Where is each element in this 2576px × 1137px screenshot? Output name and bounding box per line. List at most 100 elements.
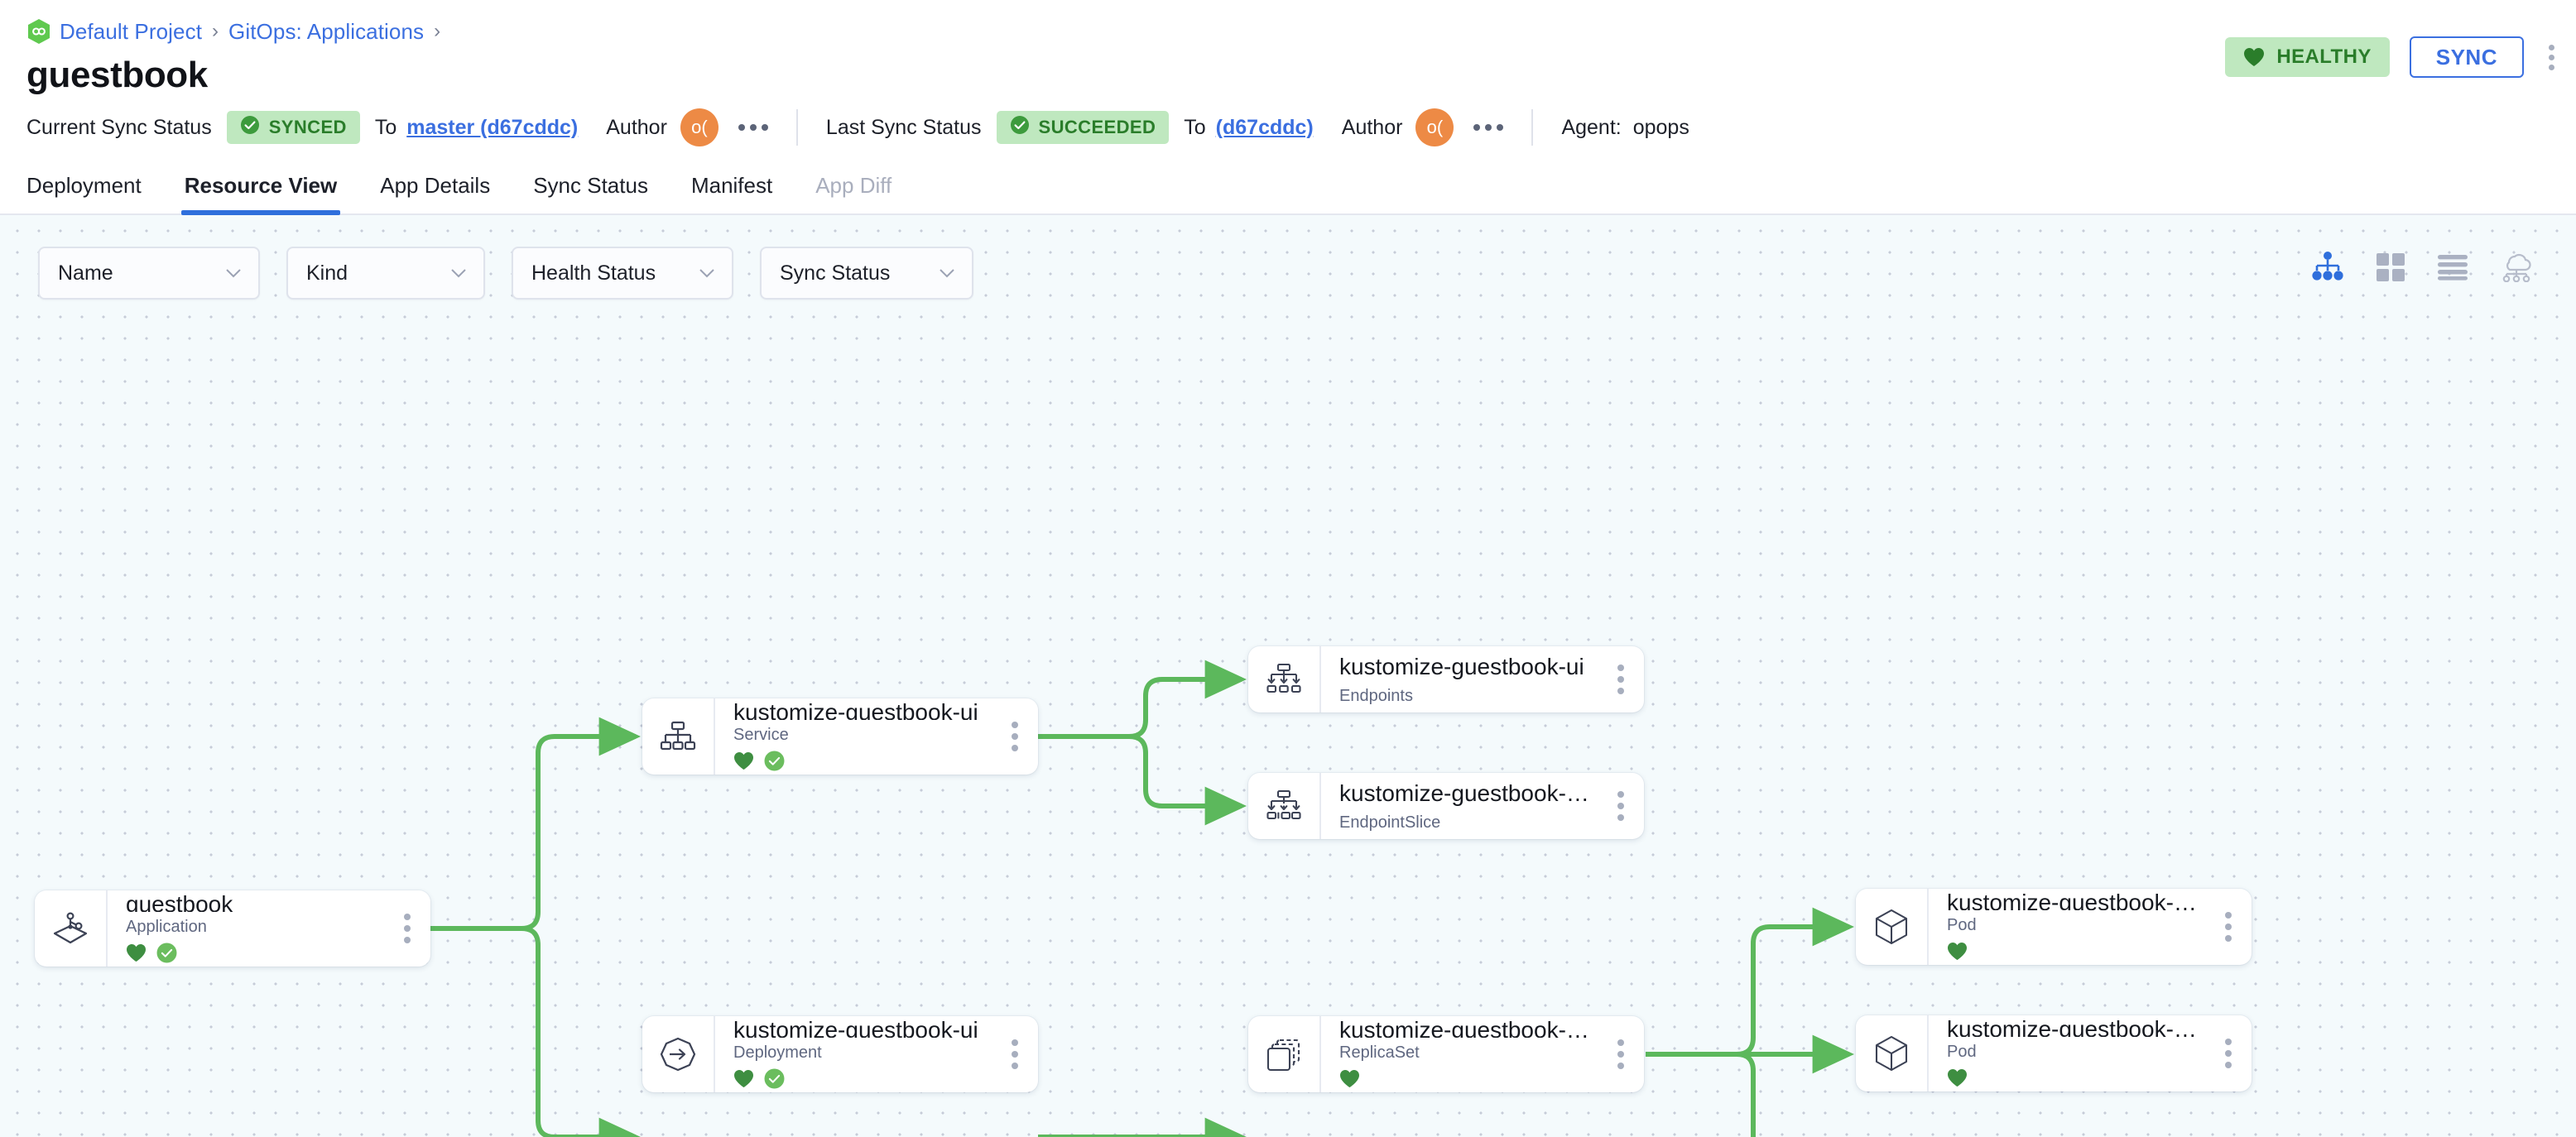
chevron-down-icon (940, 269, 954, 278)
check-circle-icon (764, 751, 785, 775)
graph-node-pod-2[interactable]: kustomize-guestbook-ui-... Pod (1856, 1015, 2252, 1091)
tab-bar: Deployment Resource View App Details Syn… (0, 156, 2576, 215)
graph-node-deployment[interactable]: kustomize-guestbook-ui Deployment (642, 1016, 1038, 1092)
heart-icon (2243, 47, 2265, 67)
application-icon (35, 909, 106, 948)
graph-node-endpoints[interactable]: kustomize-guestbook-ui Endpoints (1248, 646, 1644, 712)
graph-node-service[interactable]: kustomize-guestbook-ui Service (642, 698, 1038, 775)
graph-node-kind: Deployment (733, 1043, 822, 1062)
graph-node-body: kustomize-guestbook-ui-... ReplicaSet (1319, 1016, 1598, 1092)
graph-node-title: kustomize-guestbook-ui (733, 1017, 978, 1038)
last-sync-kebab-horizontal-icon[interactable] (1473, 124, 1504, 131)
filter-bar: Name Kind Health Status Sync Status (38, 247, 973, 300)
replicaset-icon (1248, 1035, 1319, 1073)
breadcrumb-separator-2: › (434, 20, 441, 42)
graph-node-badges (733, 1068, 992, 1093)
chevron-down-icon (699, 269, 714, 278)
view-toggle-group (2311, 252, 2533, 283)
divider (1531, 109, 1534, 146)
header-actions: HEALTHY SYNC (2225, 36, 2559, 78)
tab-resource-view[interactable]: Resource View (163, 173, 359, 215)
current-sync-status-label: Current Sync Status (26, 115, 212, 139)
chevron-down-icon (226, 269, 241, 278)
divider (795, 109, 798, 146)
tab-deployment[interactable]: Deployment (26, 173, 142, 198)
title-row: guestbook (26, 51, 2550, 99)
graph-node-title: guestbook (126, 891, 233, 912)
tab-manifest[interactable]: Manifest (690, 173, 773, 198)
graph-node-title: kustomize-guestbook-ui-... (1339, 780, 1598, 806)
graph-node-badges (1947, 1068, 2205, 1091)
filter-sync-status-select[interactable]: Sync Status (760, 247, 973, 300)
page-title: guestbook (26, 55, 208, 95)
filter-kind-select[interactable]: Kind (286, 247, 485, 300)
graph-node-kind: Pod (1947, 916, 1977, 934)
avatar: o( (1415, 108, 1454, 146)
last-revision-link[interactable]: (d67cddc) (1215, 115, 1314, 139)
filter-name-select[interactable]: Name (38, 247, 260, 300)
status-bar: Current Sync Status SYNCED To master (d6… (0, 99, 2576, 156)
endpoints-icon (1248, 661, 1319, 698)
filter-sync-status-label: Sync Status (780, 261, 891, 285)
heart-icon (1339, 1069, 1360, 1092)
endpointslice-icon (1248, 788, 1319, 824)
graph-node-kebab-icon[interactable] (1598, 791, 1644, 821)
breadcrumb: Default Project › GitOps: Applications › (26, 0, 2550, 51)
list-view-icon[interactable] (2437, 254, 2468, 281)
graph-node-body: kustomize-guestbook-ui Deployment (714, 1016, 992, 1092)
graph-node-body: kustomize-guestbook-ui Endpoints (1319, 646, 1598, 712)
graph-node-title: kustomize-guestbook-ui-... (1947, 1016, 2205, 1037)
current-revision-link[interactable]: master (d67cddc) (406, 115, 579, 139)
graph-node-title: kustomize-guestbook-ui-... (1947, 890, 2205, 910)
kebab-vertical-icon[interactable] (2544, 38, 2559, 77)
breadcrumb-item-gitops-applications[interactable]: GitOps: Applications (228, 18, 425, 44)
graph-node-replicaset[interactable]: kustomize-guestbook-ui-... ReplicaSet (1248, 1016, 1644, 1092)
graph-node-badges (126, 943, 384, 967)
graph-node-kebab-icon[interactable] (992, 1039, 1038, 1069)
service-icon (642, 718, 714, 755)
graph-node-kebab-icon[interactable] (1598, 1039, 1644, 1069)
pod-icon (1856, 907, 1927, 947)
graph-node-kebab-icon[interactable] (1598, 664, 1644, 694)
tree-view-icon[interactable] (2311, 252, 2344, 283)
pod-icon (1856, 1034, 1927, 1073)
current-author-label: Author (606, 115, 667, 139)
tab-sync-status[interactable]: Sync Status (533, 173, 648, 198)
resource-graph-canvas[interactable]: Name Kind Health Status Sync Status (0, 215, 2576, 1137)
graph-node-endpointslice[interactable]: kustomize-guestbook-ui-... EndpointSlice (1248, 773, 1644, 839)
agent-label: Agent: (1561, 115, 1622, 139)
graph-node-title: kustomize-guestbook-ui (733, 699, 978, 720)
breadcrumb-separator: › (212, 20, 219, 42)
check-circle-icon (240, 115, 260, 140)
graph-node-badges (733, 751, 992, 775)
graph-node-kebab-icon[interactable] (2205, 1039, 2252, 1068)
graph-node-kebab-icon[interactable] (384, 914, 430, 943)
graph-node-kebab-icon[interactable] (992, 722, 1038, 751)
graph-node-pod-1[interactable]: kustomize-guestbook-ui-... Pod (1856, 889, 2252, 965)
graph-node-title: kustomize-guestbook-ui-... (1339, 1017, 1598, 1038)
graph-node-kind: Application (126, 918, 207, 936)
filter-health-status-select[interactable]: Health Status (512, 247, 733, 300)
tab-app-details[interactable]: App Details (380, 173, 491, 198)
filter-kind-label: Kind (306, 261, 348, 285)
graph-node-application[interactable]: guestbook Application (35, 890, 430, 967)
graph-node-badges (1947, 942, 2205, 965)
network-view-icon[interactable] (2500, 252, 2533, 282)
check-circle-icon (156, 943, 177, 967)
graph-node-kebab-icon[interactable] (2205, 912, 2252, 942)
health-status-label: HEALTHY (2276, 46, 2372, 68)
grid-view-icon[interactable] (2376, 252, 2405, 282)
graph-node-kind: Service (733, 726, 789, 744)
sync-button[interactable]: SYNC (2409, 36, 2524, 78)
last-sync-status-text: SUCCEEDED (1038, 117, 1156, 137)
graph-node-body: kustomize-guestbook-ui-... Pod (1927, 1015, 2205, 1091)
deployment-icon (642, 1035, 714, 1073)
last-sync-status-chip: SUCCEEDED (996, 111, 1170, 144)
graph-node-kind: EndpointSlice (1339, 813, 1441, 832)
breadcrumb-item-default-project[interactable]: Default Project (60, 18, 203, 44)
check-circle-icon (764, 1068, 785, 1093)
current-sync-kebab-horizontal-icon[interactable] (738, 124, 768, 131)
graph-node-badges (1339, 1069, 1598, 1092)
graph-node-title: kustomize-guestbook-ui (1339, 653, 1584, 679)
filter-name-label: Name (58, 261, 113, 285)
